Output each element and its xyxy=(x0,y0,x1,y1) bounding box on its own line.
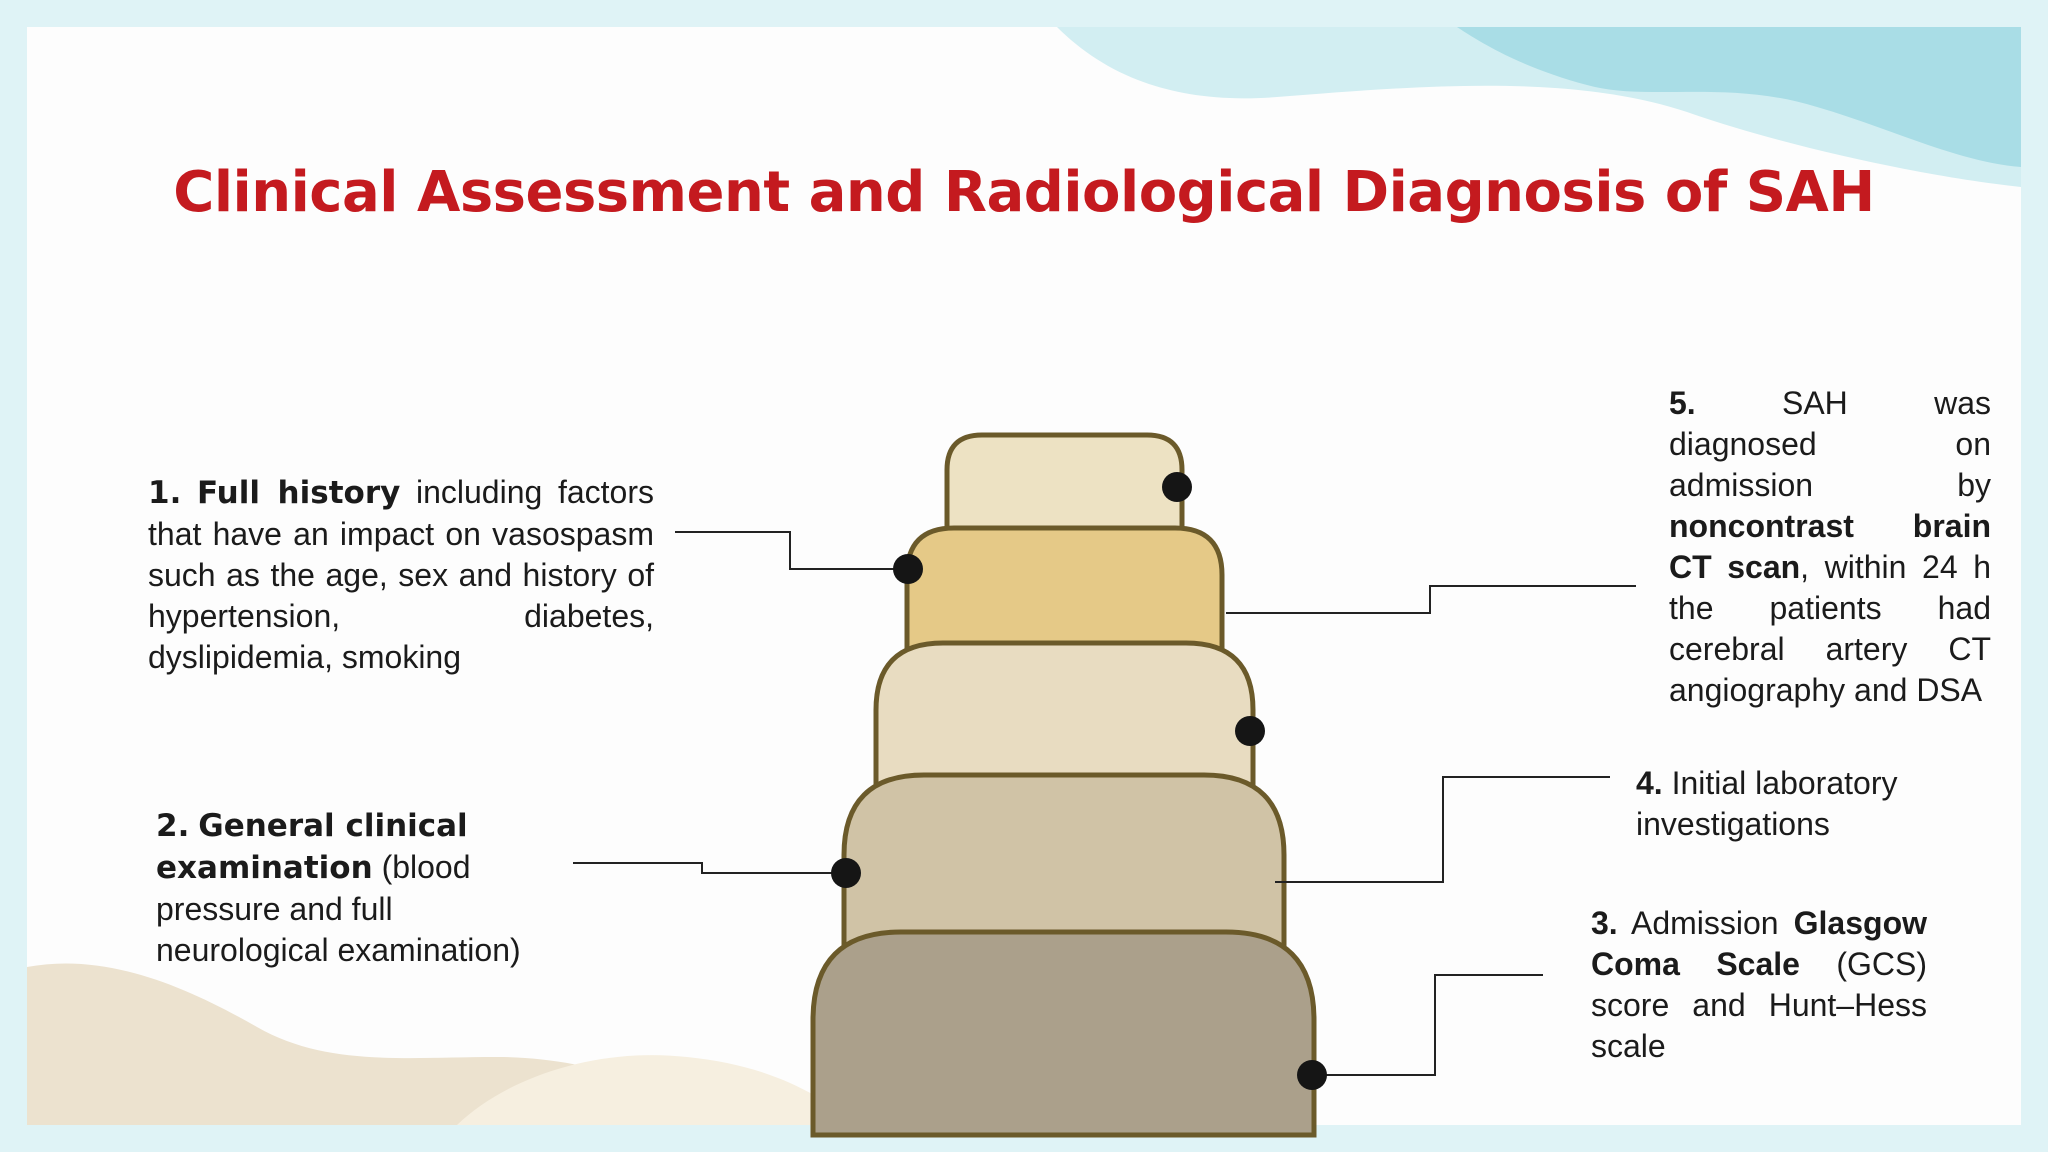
item-3-text: (GCS) score and Hunt–Hess scale xyxy=(1591,946,1927,1064)
item-4-label: 4. Initial laboratory investigations xyxy=(1636,763,1946,845)
item-1-label: 1. Full history including factors that h… xyxy=(148,472,654,678)
slide-title: Clinical Assessment and Radiological Dia… xyxy=(173,160,1875,225)
dot-item-4 xyxy=(1235,716,1265,746)
item-3-bold: Glasgow Coma Scale xyxy=(1591,905,1927,982)
connector-line-3 xyxy=(1312,974,1543,1076)
item-1-text: including factors that have an impact on… xyxy=(148,474,655,675)
item-3-pre: Admission xyxy=(1617,905,1794,941)
pyramid-tiers xyxy=(810,432,1317,1138)
dot-item-1 xyxy=(893,554,923,584)
wave-decorations xyxy=(27,27,2021,1125)
item-2-text: (blood pressure and full neurological ex… xyxy=(156,849,521,968)
item-1-bold: Full history xyxy=(197,475,401,511)
connector-line-4 xyxy=(1275,776,1610,883)
item-2-number: 2. xyxy=(156,808,190,844)
item-4-number: 4. xyxy=(1636,765,1663,801)
item-5-text: SAH was diagnosed on admission by xyxy=(1669,385,1991,503)
item-1-number: 1. xyxy=(148,475,182,511)
item-3-number: 3. xyxy=(1591,905,1618,941)
item-4-text: Initial laboratory investigations xyxy=(1636,765,1898,842)
item-2-label: 2. General clinical examination (blood p… xyxy=(156,805,556,971)
dot-item-5 xyxy=(1162,472,1192,502)
dot-item-3 xyxy=(1297,1060,1327,1090)
connector-line-2 xyxy=(573,862,846,874)
item-5-number: 5. xyxy=(1669,385,1696,421)
bottom-left-wave-cream xyxy=(457,1055,857,1125)
item-5-bold: noncontrast brain CT scan xyxy=(1669,508,1991,585)
connector-dots xyxy=(831,472,1327,1090)
tier-1 xyxy=(810,929,1317,1138)
top-right-wave-dark xyxy=(1457,27,2021,167)
item-2-bold: General clinical examination xyxy=(156,808,468,886)
item-3-label: 3. Admission Glasgow Coma Scale (GCS) sc… xyxy=(1591,903,1927,1067)
connector-lines xyxy=(573,531,1636,1076)
item-5-text2: , within 24 h the patients had cerebral … xyxy=(1669,549,1991,708)
connector-line-5 xyxy=(1226,585,1636,614)
item-5-label: 5. SAH was diagnosed on admission by non… xyxy=(1669,383,1991,711)
connector-line-1 xyxy=(675,531,907,570)
dot-item-2 xyxy=(831,858,861,888)
